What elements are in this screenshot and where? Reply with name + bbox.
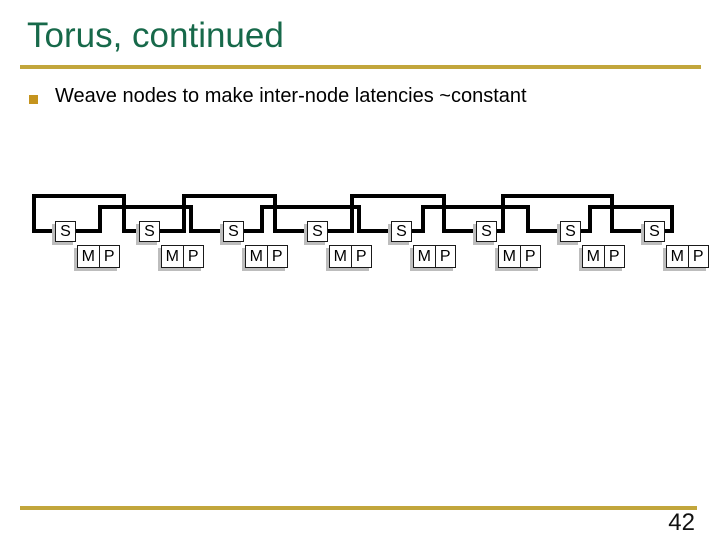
processor-cell: P [519, 246, 541, 267]
processor-cell: P [603, 246, 625, 267]
switch-box: S [55, 221, 76, 242]
memory-cell: M [417, 247, 431, 265]
torus-link-3-5 [244, 205, 391, 233]
memory-cell: M [502, 247, 516, 265]
torus-link-4-6 [328, 194, 476, 233]
switch-box: S [644, 221, 665, 242]
switch-box: S [560, 221, 581, 242]
memory-cell: M [165, 247, 179, 265]
torus-link-5-7 [412, 205, 560, 233]
processor-cell: P [182, 246, 204, 267]
bullet-square-icon [29, 95, 38, 104]
memory-cell: M [670, 247, 684, 265]
torus-link-1-2 [32, 194, 139, 233]
processor-cell: P [98, 246, 120, 267]
switch-box: S [307, 221, 328, 242]
switch-box: S [223, 221, 244, 242]
torus-link-1-3 [76, 205, 223, 233]
switch-box: S [476, 221, 497, 242]
switch-box: S [139, 221, 160, 242]
title-underline [20, 65, 701, 69]
processor-cell: P [687, 246, 709, 267]
processor-cell: P [266, 246, 288, 267]
memory-cell: M [586, 247, 600, 265]
memory-cell: M [333, 247, 347, 265]
processor-cell: P [434, 246, 456, 267]
processor-cell: P [350, 246, 372, 267]
page-number: 42 [668, 509, 695, 536]
memory-cell: M [249, 247, 263, 265]
torus-link-6-8 [497, 194, 644, 233]
footer-rule [20, 506, 697, 510]
slide-title: Torus, continued [27, 16, 284, 55]
memory-cell: M [81, 247, 95, 265]
switch-box: S [391, 221, 412, 242]
bullet-text: Weave nodes to make inter-node latencies… [55, 85, 527, 107]
torus-link-7-8 [581, 205, 674, 233]
torus-link-2-4 [160, 194, 307, 233]
